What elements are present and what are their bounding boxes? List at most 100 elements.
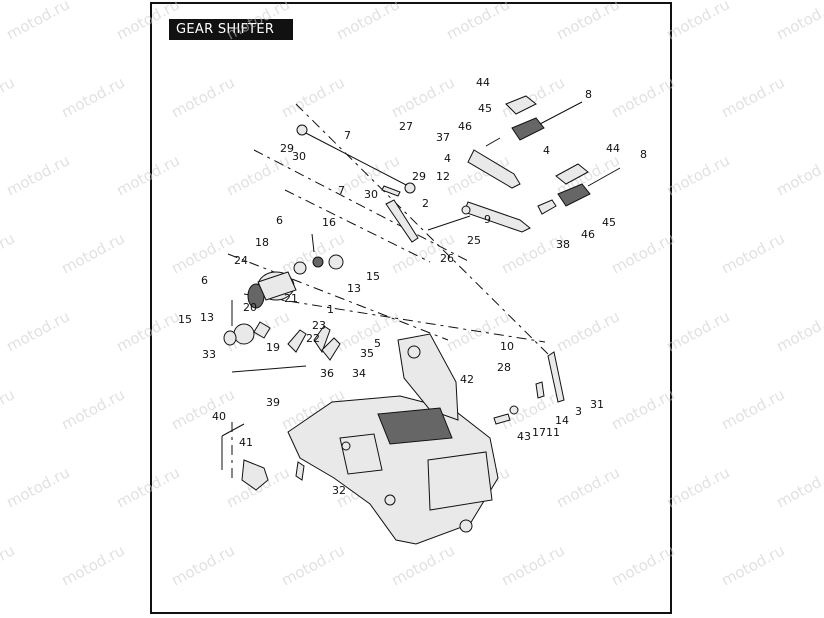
- callout-label: 33: [202, 348, 216, 361]
- watermark-text: motod.ru: [333, 0, 402, 44]
- watermark-text: motod.ru: [608, 385, 677, 433]
- callout-label: 5: [374, 337, 381, 350]
- callout-label: 2: [422, 197, 429, 210]
- callout-label: 14: [555, 414, 569, 427]
- watermark-text: motod.ru: [718, 385, 787, 433]
- watermark-text: motod.ru: [58, 229, 127, 277]
- callout-label: 10: [500, 340, 514, 353]
- diagram-title: GEAR SHIFTER: [169, 19, 293, 40]
- shift-lever-side: [493, 351, 565, 425]
- watermark-text: motod.ru: [773, 463, 824, 511]
- callout-label: 44: [606, 142, 620, 155]
- callout-label: 32: [332, 484, 346, 497]
- callout-label: 27: [399, 120, 413, 133]
- shift-forks: [231, 325, 341, 373]
- callout-label: 39: [266, 396, 280, 409]
- watermark-text: motod.ru: [223, 0, 292, 44]
- callout-label: 12: [436, 170, 450, 183]
- watermark-text: motod.ru: [168, 73, 237, 121]
- watermark-text: motod.ru: [663, 307, 732, 355]
- callout-label: 31: [590, 398, 604, 411]
- callout-label: 43: [517, 430, 531, 443]
- watermark-text: motod.ru: [773, 307, 824, 355]
- callout-label: 42: [460, 373, 474, 386]
- watermark-text: motod.ru: [113, 0, 182, 44]
- watermark-text: motod.ru: [608, 541, 677, 589]
- callout-label: 23: [312, 319, 326, 332]
- watermark-text: motod.ru: [3, 463, 72, 511]
- watermark-text: motod.ru: [0, 229, 18, 277]
- watermark-text: motod.ru: [113, 463, 182, 511]
- callout-label: 11: [546, 426, 560, 439]
- watermark-text: motod.ru: [113, 151, 182, 199]
- watermark-text: motod.ru: [498, 229, 567, 277]
- watermark-text: motod.ru: [3, 151, 72, 199]
- callout-label: 34: [352, 367, 366, 380]
- watermark-text: motod.ru: [553, 0, 622, 44]
- watermark-text: motod.ru: [168, 229, 237, 277]
- callout-label: 4: [444, 152, 451, 165]
- callout-label: 28: [497, 361, 511, 374]
- watermark-text: motod.ru: [718, 73, 787, 121]
- watermark-text: motod.ru: [223, 151, 292, 199]
- callout-label: 46: [458, 120, 472, 133]
- callout-label: 8: [585, 88, 592, 101]
- watermark-text: motod.ru: [553, 307, 622, 355]
- detent-bracket: [221, 423, 305, 491]
- callout-label: 20: [243, 301, 257, 314]
- watermark-text: motod.ru: [663, 0, 732, 44]
- watermark-text: motod.ru: [388, 541, 457, 589]
- watermark-text: motod.ru: [3, 0, 72, 44]
- callout-label: 15: [178, 313, 192, 326]
- callout-label: 1: [327, 303, 334, 316]
- footpeg-upper: [505, 95, 583, 141]
- callout-label: 13: [347, 282, 361, 295]
- callout-label: 17: [532, 426, 546, 439]
- watermark-text: motod.ru: [773, 0, 824, 44]
- shift-rod: [296, 124, 416, 197]
- callout-label: 9: [484, 213, 491, 226]
- callout-label: 44: [476, 76, 490, 89]
- watermark-text: motod.ru: [0, 541, 18, 589]
- callout-label: 15: [366, 270, 380, 283]
- watermark-text: motod.ru: [498, 73, 567, 121]
- watermark-text: motod.ru: [0, 73, 18, 121]
- callout-label: 22: [306, 332, 320, 345]
- shift-lever-upper: [467, 137, 521, 189]
- watermark-text: motod.ru: [113, 307, 182, 355]
- callout-label: 8: [640, 148, 647, 161]
- callout-label: 29: [412, 170, 426, 183]
- callout-label: 25: [467, 234, 481, 247]
- callout-label: 41: [239, 436, 253, 449]
- shift-linkage: [385, 199, 471, 243]
- watermark-text: motod.ru: [608, 229, 677, 277]
- shift-lever-lower: [463, 199, 557, 233]
- callout-label: 46: [581, 228, 595, 241]
- callout-label: 30: [364, 188, 378, 201]
- callout-label: 16: [322, 216, 336, 229]
- watermark-text: motod.ru: [388, 73, 457, 121]
- watermark-text: motod.ru: [278, 541, 347, 589]
- callout-label: 19: [266, 341, 280, 354]
- watermark-text: motod.ru: [58, 541, 127, 589]
- watermark-text: motod.ru: [168, 541, 237, 589]
- watermark-text: motod.ru: [553, 463, 622, 511]
- watermark-text: motod.ru: [443, 0, 512, 44]
- shifter-drum-lower: [223, 300, 271, 346]
- callout-label: 38: [556, 238, 570, 251]
- callout-label: 45: [602, 216, 616, 229]
- callout-label: 40: [212, 410, 226, 423]
- callout-label: 6: [276, 214, 283, 227]
- watermark-text: motod.ru: [278, 73, 347, 121]
- callout-label: 3: [575, 405, 582, 418]
- watermark-text: motod.ru: [58, 73, 127, 121]
- watermark-text: motod.ru: [278, 229, 347, 277]
- callout-label: 7: [344, 129, 351, 142]
- callout-label: 35: [360, 347, 374, 360]
- watermark-text: motod.ru: [773, 151, 824, 199]
- transmission-case: [287, 333, 499, 545]
- guide-lines: [227, 103, 553, 480]
- watermark-text: motod.ru: [0, 385, 18, 433]
